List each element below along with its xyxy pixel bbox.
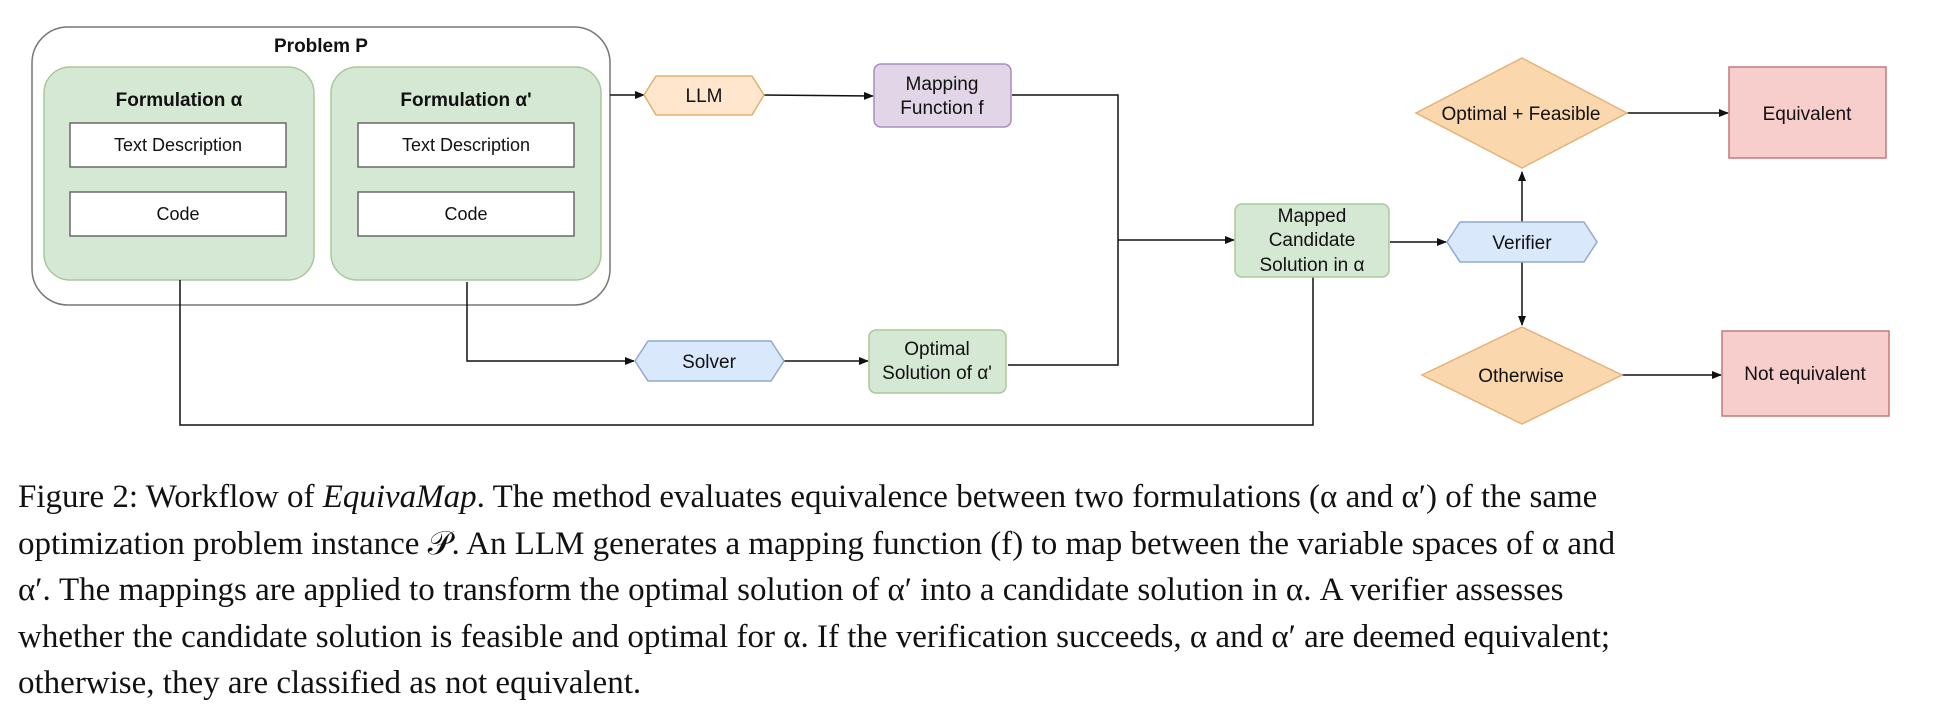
equivalent-node: Equivalent xyxy=(1728,66,1887,159)
verifier-label: Verifier xyxy=(1492,233,1552,254)
mapped-candidate-line2: Candidate xyxy=(1269,230,1356,251)
code-label-alpha: Code xyxy=(156,204,199,224)
text-description-label-alpha-prime: Text Description xyxy=(402,135,530,155)
arrow-code-to-solver xyxy=(466,282,635,365)
mapping-function-node: Mapping Function f xyxy=(873,63,1012,128)
caption-line-3: α′. The mappings are applied to transfor… xyxy=(18,572,1564,608)
mapped-candidate-line1: Mapped xyxy=(1278,206,1347,227)
code-label-alpha-prime: Code xyxy=(444,204,487,224)
llm-label: LLM xyxy=(686,86,723,107)
caption-line-2: optimization problem instance 𝒫. An LLM … xyxy=(18,525,1616,562)
optimal-feasible-decision: Optimal + Feasible xyxy=(1414,57,1629,169)
code-box-alpha-prime xyxy=(357,191,575,237)
workflow-diagram: Problem P Formulation α Text Description… xyxy=(31,26,1890,426)
otherwise-label: Otherwise xyxy=(1478,366,1564,387)
formulation-alpha: Formulation α Text Description Code xyxy=(43,66,315,281)
not-equivalent-node: Not equivalent xyxy=(1721,330,1890,417)
formulation-alpha-prime-title: Formulation α' xyxy=(400,90,531,111)
mapped-candidate-node: Mapped Candidate Solution in α xyxy=(1234,203,1390,278)
figure-caption: Figure 2: Workflow of EquivaMap. The met… xyxy=(18,474,1924,707)
caption-line-5: otherwise, they are classified as not eq… xyxy=(18,665,642,701)
caption-line-4: whether the candidate solution is feasib… xyxy=(18,618,1611,655)
arrow-llm-to-mapping xyxy=(761,91,874,100)
line-alpha-to-mapped xyxy=(179,277,1314,426)
llm-node: LLM xyxy=(643,75,765,116)
formulation-alpha-prime: Formulation α' Text Description Code xyxy=(330,66,602,281)
code-box-alpha xyxy=(69,191,287,237)
optimal-solution-line1: Optimal xyxy=(904,339,969,360)
equivalent-label: Equivalent xyxy=(1763,104,1852,125)
verifier-node: Verifier xyxy=(1446,221,1598,263)
problem-title: Problem P xyxy=(274,36,368,57)
otherwise-decision: Otherwise xyxy=(1420,326,1624,425)
optimal-solution-line2: Solution of α' xyxy=(882,363,992,384)
caption-method-name: EquivaMap xyxy=(322,479,477,515)
solver-node: Solver xyxy=(634,340,785,382)
text-description-box-alpha xyxy=(69,122,287,168)
solver-label: Solver xyxy=(682,352,737,373)
caption-line-1-rest: . The method evaluates equivalence betwe… xyxy=(476,479,1598,515)
connectors xyxy=(179,91,1729,426)
text-description-label-alpha: Text Description xyxy=(114,135,242,155)
caption-figure-label: Figure 2: Workflow of xyxy=(18,479,323,515)
merge-line xyxy=(1008,94,1119,366)
mapping-function-line2: Function f xyxy=(900,98,984,119)
optimal-solution-node: Optimal Solution of α' xyxy=(868,329,1007,394)
mapping-function-line1: Mapping xyxy=(906,74,979,95)
caption-line-1: Figure 2: Workflow of EquivaMap. The met… xyxy=(18,474,1924,521)
mapped-candidate-line3: Solution in α xyxy=(1260,255,1365,276)
text-description-box-alpha-prime xyxy=(357,122,575,168)
formulation-alpha-title: Formulation α xyxy=(116,90,243,111)
optimal-feasible-label: Optimal + Feasible xyxy=(1442,104,1601,125)
not-equivalent-label: Not equivalent xyxy=(1744,364,1866,385)
